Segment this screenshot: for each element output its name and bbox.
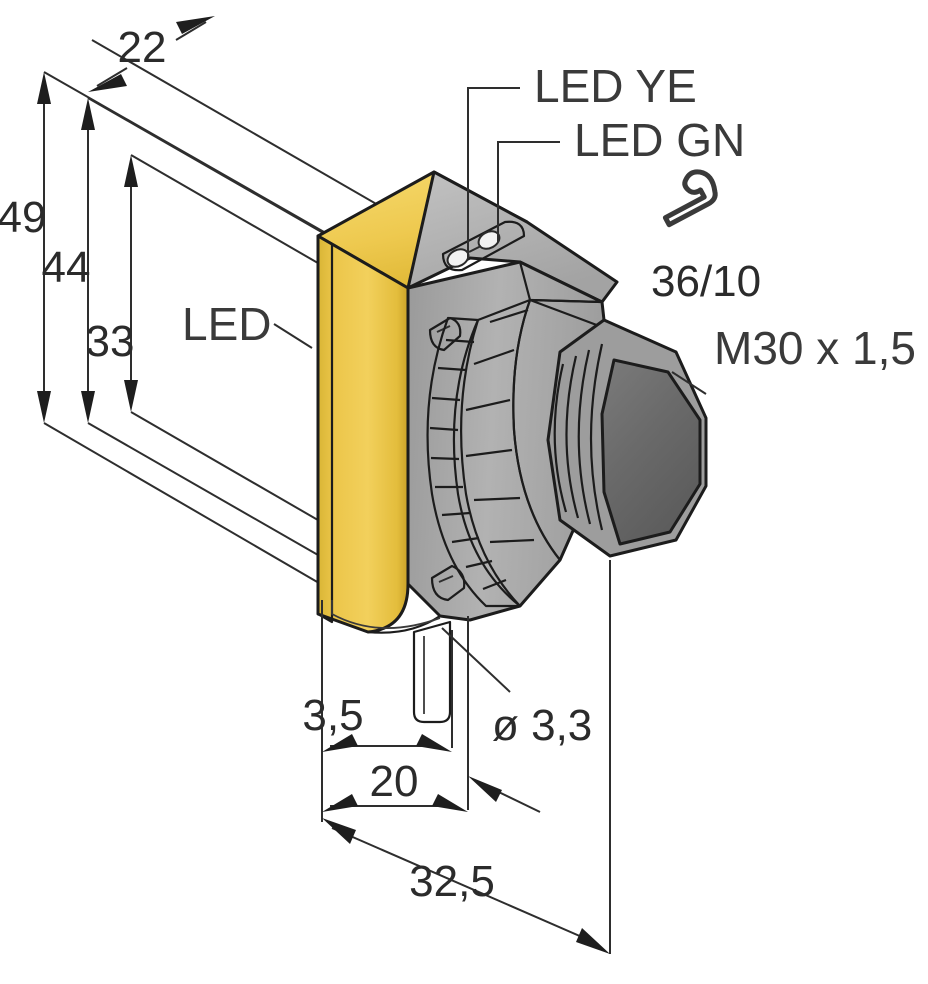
wrench-icon-shape xyxy=(662,169,718,228)
sensor-body xyxy=(316,170,708,724)
mounting-boss-upper-body xyxy=(428,316,462,352)
callout-cable-diameter-label: ø 3,3 xyxy=(492,701,592,750)
led-window-group xyxy=(441,220,526,272)
mounting-boss-lower-line xyxy=(438,575,454,583)
dimension-49-label: 49 xyxy=(0,193,46,242)
dimension-20-label: 20 xyxy=(370,757,419,806)
dimension-32-5: 32,5 xyxy=(322,818,610,954)
ribbed-collar-ribs xyxy=(465,308,535,544)
callout-thread: M30 x 1,5 xyxy=(671,322,916,395)
barrel-thread-grooves xyxy=(553,343,604,531)
callout-led-side: LED xyxy=(182,298,313,350)
callout-thread-label: M30 x 1,5 xyxy=(714,322,916,374)
callout-led-ye-leader xyxy=(467,87,520,258)
cable-stub xyxy=(412,620,452,724)
callout-led-side-label: LED xyxy=(182,298,271,350)
threaded-barrel xyxy=(512,298,708,562)
dimension-49: 49 xyxy=(0,72,51,423)
callout-cable-diameter: ø 3,3 xyxy=(441,627,592,813)
lens-face xyxy=(600,358,702,546)
mounting-boss-lower xyxy=(430,564,466,602)
callout-led-ye-label: LED YE xyxy=(534,60,697,112)
callout-led-gn-leader xyxy=(497,141,560,242)
dimension-44-label: 44 xyxy=(42,243,91,292)
dimension-3-5-label: 3,5 xyxy=(302,691,363,740)
callout-thread-leader xyxy=(671,371,707,395)
barrel-body xyxy=(512,298,614,562)
dimension-22: 22 xyxy=(88,16,215,92)
dimension-20: 20 xyxy=(322,757,468,812)
locking-ring-knurls xyxy=(429,338,507,591)
dimension-22-label: 22 xyxy=(118,23,167,72)
led-window-recess xyxy=(441,220,526,272)
dimension-33-label: 33 xyxy=(86,317,135,366)
dimension-33: 33 xyxy=(86,155,138,412)
wrench-icon xyxy=(662,169,718,228)
callout-led-ye: LED YE xyxy=(467,60,697,258)
dimension-extension-lines-top xyxy=(43,39,471,591)
callout-led-side-leader xyxy=(273,323,313,349)
body-yellow-left-edge xyxy=(316,234,334,624)
dimension-3-5: 3,5 xyxy=(302,691,452,752)
mounting-boss-lower-body xyxy=(430,564,466,602)
dimension-32-5-label: 32,5 xyxy=(409,857,495,906)
callout-cable-diameter-leader xyxy=(441,627,511,693)
cable-exit xyxy=(412,620,452,724)
callout-led-gn-label: LED GN xyxy=(574,114,745,166)
body-yellow-bottom-edge-line xyxy=(331,600,441,629)
torque-label: 36/10 xyxy=(651,257,761,306)
wrench-icon-group: 36/10 xyxy=(651,169,761,306)
dimension-extension-lines-bottom xyxy=(321,560,611,954)
callout-led-gn: LED GN xyxy=(497,114,745,242)
dimension-44: 44 xyxy=(42,98,95,423)
led-window-divider xyxy=(468,245,482,253)
